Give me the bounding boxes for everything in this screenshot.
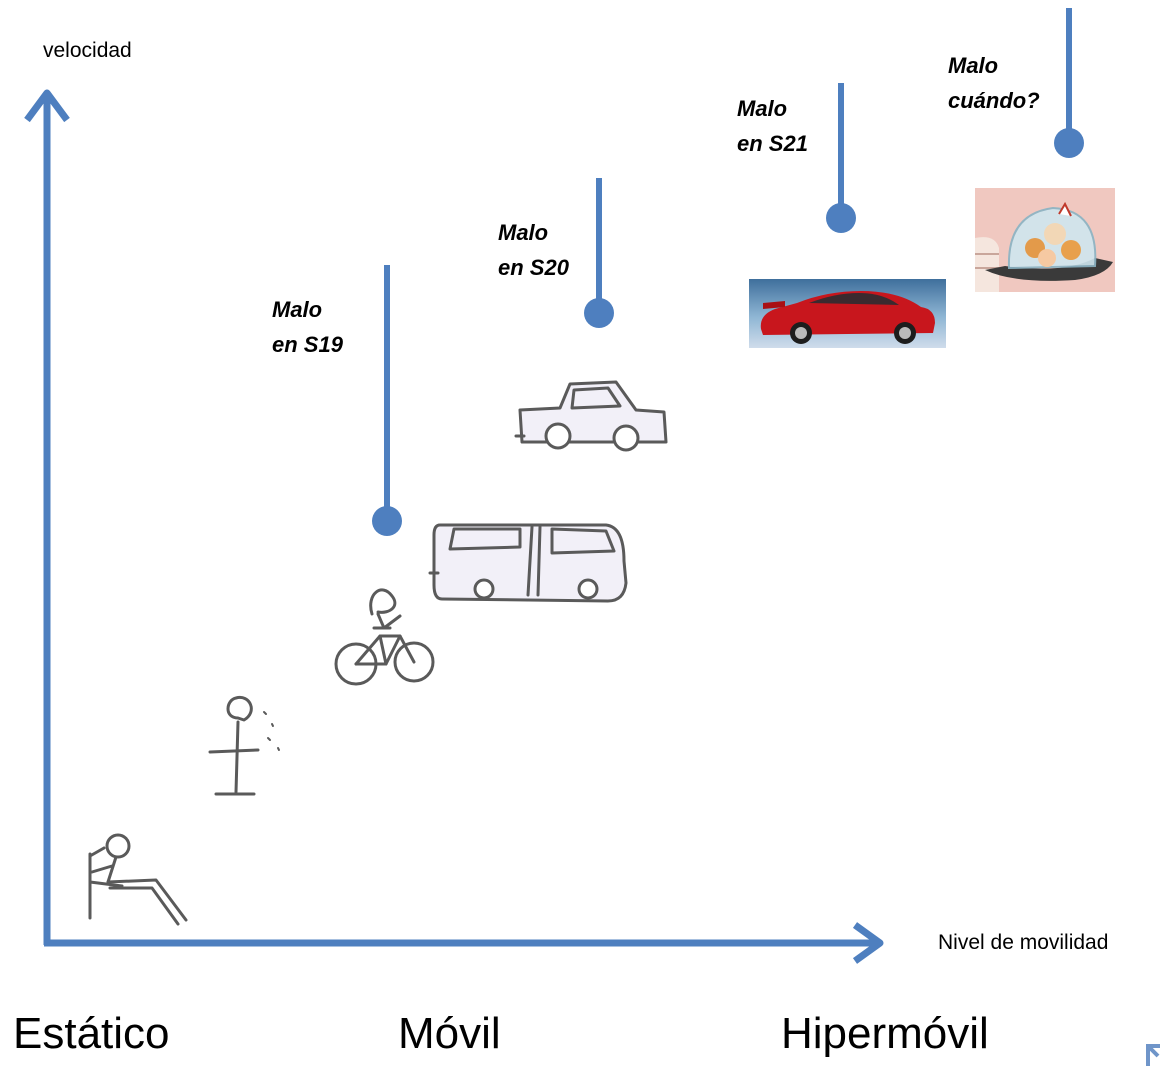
pin-dot-s21: [826, 203, 856, 233]
callout-future: Malo cuándo?: [948, 48, 1040, 118]
red-sports-car-image: [749, 279, 946, 348]
callout-future-line2: cuándo?: [948, 88, 1040, 113]
callout-s21-line2: en S21: [737, 131, 808, 156]
walking-person-sketch: [208, 695, 280, 796]
y-axis-label: velocidad: [43, 39, 132, 62]
callout-future-line1: Malo: [948, 53, 999, 78]
callout-s20-line2: en S20: [498, 255, 569, 280]
sitting-person-sketch: [88, 833, 188, 926]
callout-s19-line2: en S19: [272, 332, 343, 357]
pin-dot-s20: [584, 298, 614, 328]
callout-s21: Malo en S21: [737, 91, 808, 161]
level-hypermobile: Hipermóvil: [781, 1009, 989, 1058]
callout-s20-line1: Malo: [498, 220, 549, 245]
car-sketch: [514, 380, 668, 452]
level-mobile: Móvil: [398, 1009, 501, 1058]
callout-s19: Malo en S19: [272, 292, 343, 362]
x-axis-arrowhead: [852, 922, 884, 964]
corner-arrow-icon: [1146, 1044, 1160, 1066]
callout-s20: Malo en S20: [498, 215, 569, 285]
x-axis-label: Nivel de movilidad: [938, 931, 1109, 954]
y-axis-arrowhead: [24, 89, 70, 123]
cyclist-sketch: [334, 588, 435, 686]
level-static: Estático: [13, 1009, 170, 1058]
callout-s21-line1: Malo: [737, 96, 788, 121]
callout-s19-line1: Malo: [272, 297, 323, 322]
pin-dot-s19: [372, 506, 402, 536]
pin-dot-future: [1054, 128, 1084, 158]
bus-sketch: [428, 523, 628, 603]
cartoon-flying-car-image: [975, 188, 1115, 292]
